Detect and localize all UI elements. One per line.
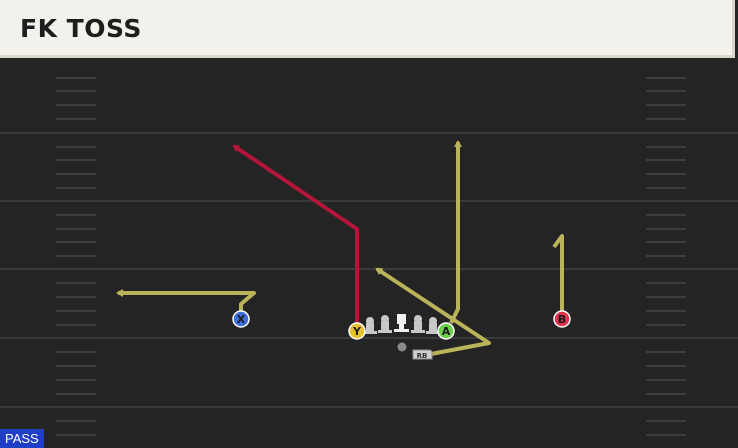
lineman-lg <box>378 315 392 333</box>
play-title: FK TOSS <box>20 14 142 43</box>
quarterback <box>397 342 407 352</box>
player-y[interactable]: Y <box>348 322 366 340</box>
route-rb <box>375 267 491 356</box>
player-a[interactable]: A <box>437 322 455 340</box>
field-turf <box>0 61 738 448</box>
lineman-rg <box>411 315 425 333</box>
player-a-label: A <box>442 325 451 338</box>
route-x <box>116 289 256 312</box>
player-rb[interactable]: RB <box>412 349 433 360</box>
title-bar: FK TOSS <box>0 0 735 58</box>
player-rb-label: RB <box>417 352 428 360</box>
route-b <box>552 234 564 313</box>
play-field: RB X Y A B <box>0 61 738 448</box>
player-x-label: X <box>237 313 246 326</box>
player-b-label: B <box>558 313 566 326</box>
hash-marks-right <box>646 77 686 436</box>
player-x[interactable]: X <box>232 310 250 328</box>
lineman-lt <box>363 317 377 334</box>
player-b[interactable]: B <box>553 310 571 328</box>
offensive-line <box>363 314 440 334</box>
player-y-label: Y <box>352 325 362 338</box>
route-y <box>232 144 359 325</box>
yard-lines <box>0 132 738 408</box>
lineman-center <box>394 314 409 332</box>
play-type-badge: PASS <box>0 429 44 448</box>
hash-marks-left <box>56 77 96 436</box>
lineman-rt <box>426 317 440 334</box>
